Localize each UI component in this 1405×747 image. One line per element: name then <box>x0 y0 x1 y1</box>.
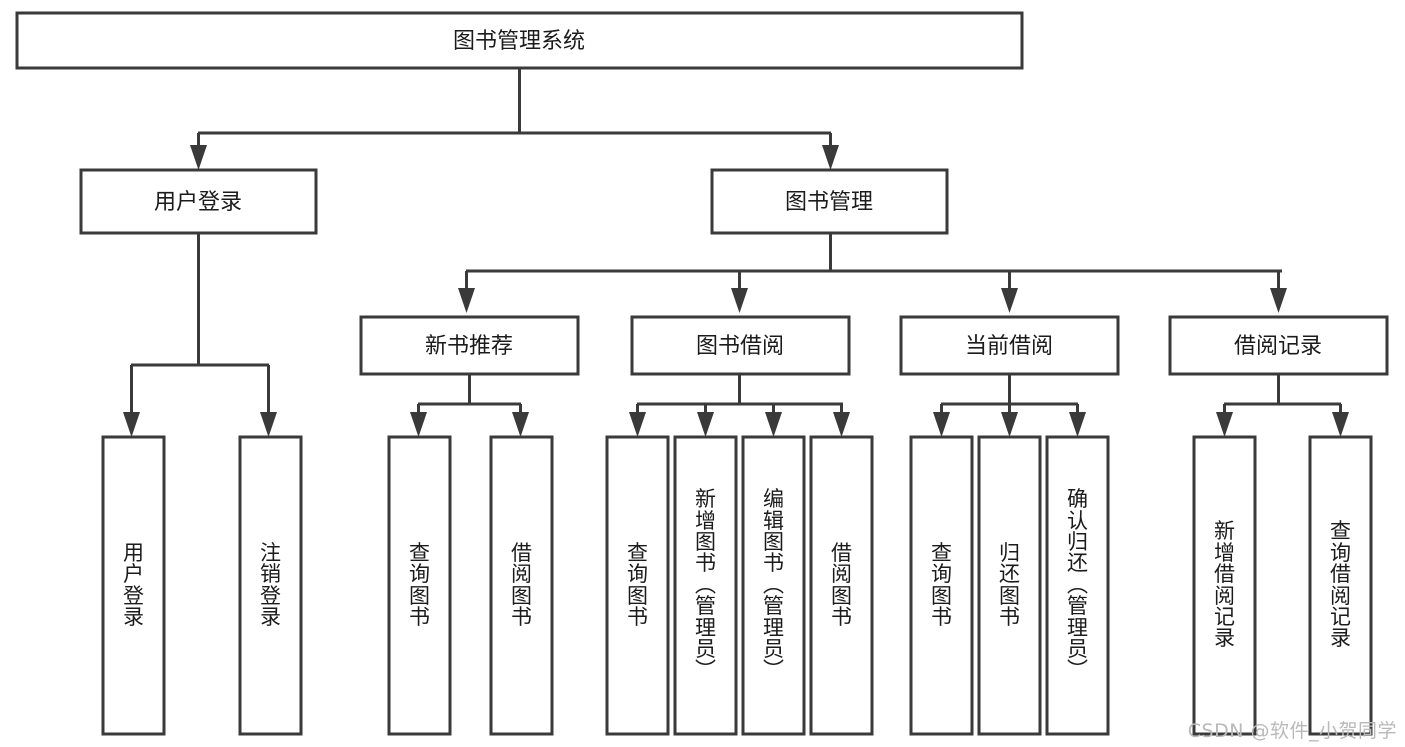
node-user-login-label: 用户登录 <box>154 190 242 215</box>
node-leaf-logout[interactable] <box>238 435 303 736</box>
node-leaf-query-book-current[interactable] <box>909 435 974 736</box>
arrow-borrow-records-to-leaf2-icon <box>1332 412 1349 437</box>
node-leaf-query-book-newbook[interactable] <box>387 435 452 736</box>
arrow-current-borrow-to-leaf3-icon <box>1069 412 1086 437</box>
node-current-borrow[interactable]: 当前借阅 <box>899 315 1120 376</box>
arrow-book-mgmt-to-records-icon <box>1270 288 1287 313</box>
arrow-book-borrow-to-leaf2-icon <box>697 412 714 437</box>
arrow-new-book-to-leaf2-icon <box>512 412 529 437</box>
node-leaf-user-login[interactable] <box>101 435 166 736</box>
node-book-management[interactable]: 图书管理 <box>710 168 949 235</box>
arrow-user-login-to-leaf2-icon <box>260 412 277 437</box>
node-leaf-query-book-borrow[interactable] <box>605 435 670 736</box>
arrow-book-borrow-to-leaf1-icon <box>629 412 646 437</box>
node-leaf-return-book[interactable] <box>977 435 1042 736</box>
arrow-book-borrow-to-leaf3-icon <box>765 412 782 437</box>
node-book-borrow[interactable]: 图书借阅 <box>630 315 851 376</box>
arrow-book-mgmt-to-current-icon <box>1001 288 1018 313</box>
arrow-borrow-records-to-leaf1-icon <box>1216 412 1233 437</box>
arrow-book-mgmt-to-new-book-icon <box>458 288 475 313</box>
node-leaf-edit-book-admin[interactable] <box>741 435 806 736</box>
node-leaf-confirm-return-admin[interactable] <box>1045 435 1110 736</box>
arrow-current-borrow-to-leaf2-icon <box>1001 412 1018 437</box>
node-current-borrow-label: 当前借阅 <box>965 334 1053 359</box>
node-borrow-records[interactable]: 借阅记录 <box>1168 315 1389 376</box>
node-book-management-label: 图书管理 <box>785 190 873 215</box>
node-leaf-add-borrow-record[interactable] <box>1192 435 1257 736</box>
node-leaf-query-borrow-record[interactable] <box>1308 435 1373 736</box>
arrow-root-to-book-mgmt-icon <box>822 145 839 170</box>
arrow-book-mgmt-to-borrow-icon <box>731 288 748 313</box>
node-book-borrow-label: 图书借阅 <box>696 334 784 359</box>
arrow-root-to-user-login-icon <box>190 145 207 170</box>
node-user-login[interactable]: 用户登录 <box>79 168 318 235</box>
arrow-user-login-to-leaf1-icon <box>123 412 140 437</box>
arrow-book-borrow-to-leaf4-icon <box>833 412 850 437</box>
node-new-book-recommend-label: 新书推荐 <box>425 334 513 359</box>
node-leaf-borrow-book-newbook[interactable] <box>489 435 554 736</box>
watermark: CSDN @软件_小贺同学 <box>1187 720 1397 742</box>
arrow-new-book-to-leaf1-icon <box>410 412 427 437</box>
node-leaf-add-book-admin[interactable] <box>673 435 738 736</box>
node-root[interactable]: 图书管理系统 <box>15 11 1024 70</box>
node-root-label: 图书管理系统 <box>453 29 585 54</box>
node-leaf-borrow-book[interactable] <box>809 435 874 736</box>
node-borrow-records-label: 借阅记录 <box>1234 334 1322 359</box>
arrow-current-borrow-to-leaf1-icon <box>933 412 950 437</box>
node-new-book-recommend[interactable]: 新书推荐 <box>359 315 580 376</box>
